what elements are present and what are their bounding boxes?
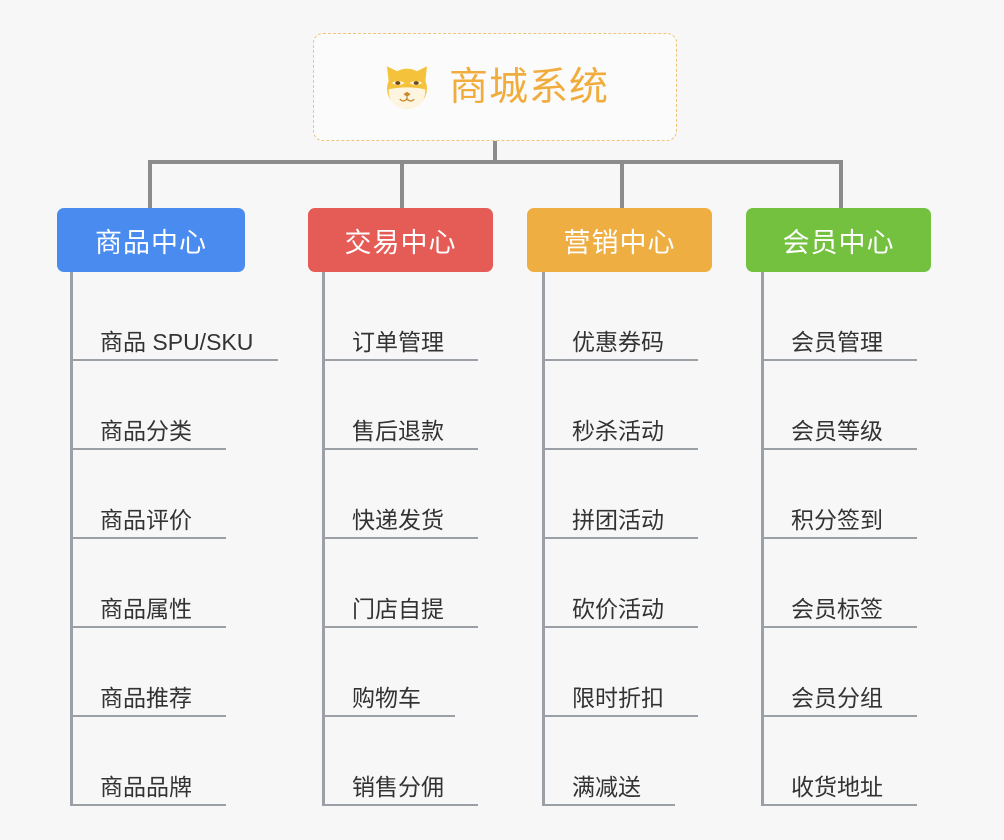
leaf-item-label: 售后退款 bbox=[352, 417, 444, 444]
connector-drop-branch-2 bbox=[400, 160, 404, 208]
leaf-item-label: 会员管理 bbox=[791, 328, 883, 355]
category-label: 会员中心 bbox=[782, 227, 895, 258]
category-box-transaction-center[interactable]: 交易中心 bbox=[308, 208, 493, 272]
leaf-item[interactable]: 商品分类 bbox=[70, 361, 226, 450]
connector-drop-branch-1 bbox=[148, 160, 152, 208]
leaf-item-label: 快递发货 bbox=[352, 506, 444, 533]
leaf-item-label: 购物车 bbox=[352, 684, 421, 711]
leaf-item[interactable]: 商品评价 bbox=[70, 450, 226, 539]
leaf-item[interactable]: 购物车 bbox=[322, 628, 455, 717]
leaf-item-label: 商品品牌 bbox=[100, 773, 192, 800]
leaf-item-label: 会员标签 bbox=[791, 595, 883, 622]
leaf-item[interactable]: 秒杀活动 bbox=[542, 361, 698, 450]
leaf-item-label: 秒杀活动 bbox=[572, 417, 664, 444]
leaf-item-label: 积分签到 bbox=[791, 506, 883, 533]
leaf-item[interactable]: 订单管理 bbox=[322, 272, 478, 361]
leaf-item-label: 订单管理 bbox=[352, 328, 444, 355]
leaf-spine bbox=[70, 272, 73, 806]
root-node-shopping-mall-system[interactable]: 商城系统 bbox=[313, 33, 677, 141]
leaf-item[interactable]: 拼团活动 bbox=[542, 450, 698, 539]
leaf-spine bbox=[761, 272, 764, 806]
leaf-item-label: 限时折扣 bbox=[572, 684, 664, 711]
leaf-item[interactable]: 会员管理 bbox=[761, 272, 917, 361]
leaf-item-label: 门店自提 bbox=[352, 595, 444, 622]
leaf-item[interactable]: 会员等级 bbox=[761, 361, 917, 450]
leaf-item[interactable]: 商品推荐 bbox=[70, 628, 226, 717]
leaf-item-label: 商品 SPU/SKU bbox=[100, 328, 254, 355]
leaf-item[interactable]: 收货地址 bbox=[761, 717, 917, 806]
leaf-item[interactable]: 商品 SPU/SKU bbox=[70, 272, 278, 361]
connector-drop-branch-4 bbox=[839, 160, 843, 208]
leaf-item[interactable]: 售后退款 bbox=[322, 361, 478, 450]
leaf-item[interactable]: 限时折扣 bbox=[542, 628, 698, 717]
leaf-spine bbox=[322, 272, 325, 806]
leaf-item-label: 会员分组 bbox=[791, 684, 883, 711]
leaf-item-label: 会员等级 bbox=[791, 417, 883, 444]
category-label: 商品中心 bbox=[95, 227, 207, 258]
leaf-item-label: 商品属性 bbox=[100, 595, 192, 622]
leaf-item[interactable]: 门店自提 bbox=[322, 539, 478, 628]
category-box-product-center[interactable]: 商品中心 bbox=[57, 208, 245, 272]
connector-drop-branch-3 bbox=[620, 160, 624, 208]
leaf-item-label: 商品分类 bbox=[100, 417, 192, 444]
leaf-item-label: 商品评价 bbox=[100, 506, 192, 533]
leaf-item-label: 优惠券码 bbox=[572, 328, 664, 355]
leaf-spine bbox=[542, 272, 545, 806]
leaf-item-label: 收货地址 bbox=[791, 773, 883, 800]
category-label: 营销中心 bbox=[563, 227, 676, 258]
leaf-item[interactable]: 优惠券码 bbox=[542, 272, 698, 361]
leaf-item-label: 商品推荐 bbox=[100, 684, 192, 711]
leaf-item[interactable]: 销售分佣 bbox=[322, 717, 478, 806]
leaf-item[interactable]: 商品品牌 bbox=[70, 717, 226, 806]
leaf-item[interactable]: 会员分组 bbox=[761, 628, 917, 717]
root-node-title: 商城系统 bbox=[448, 65, 609, 109]
leaf-item-label: 满减送 bbox=[572, 773, 641, 800]
shiba-dog-face-icon bbox=[386, 66, 427, 109]
leaf-item-label: 砍价活动 bbox=[572, 595, 664, 622]
leaf-item[interactable]: 商品属性 bbox=[70, 539, 226, 628]
leaf-item-label: 销售分佣 bbox=[352, 773, 444, 800]
category-label: 交易中心 bbox=[344, 227, 457, 258]
leaf-item-label: 拼团活动 bbox=[572, 506, 664, 533]
leaf-item[interactable]: 积分签到 bbox=[761, 450, 917, 539]
leaf-item[interactable]: 砍价活动 bbox=[542, 539, 698, 628]
category-box-member-center[interactable]: 会员中心 bbox=[746, 208, 931, 272]
connector-root-stem bbox=[493, 141, 497, 163]
connector-horizontal-bus bbox=[148, 160, 843, 164]
category-box-marketing-center[interactable]: 营销中心 bbox=[527, 208, 712, 272]
leaf-item[interactable]: 会员标签 bbox=[761, 539, 917, 628]
leaf-item[interactable]: 满减送 bbox=[542, 717, 675, 806]
leaf-item[interactable]: 快递发货 bbox=[322, 450, 478, 539]
